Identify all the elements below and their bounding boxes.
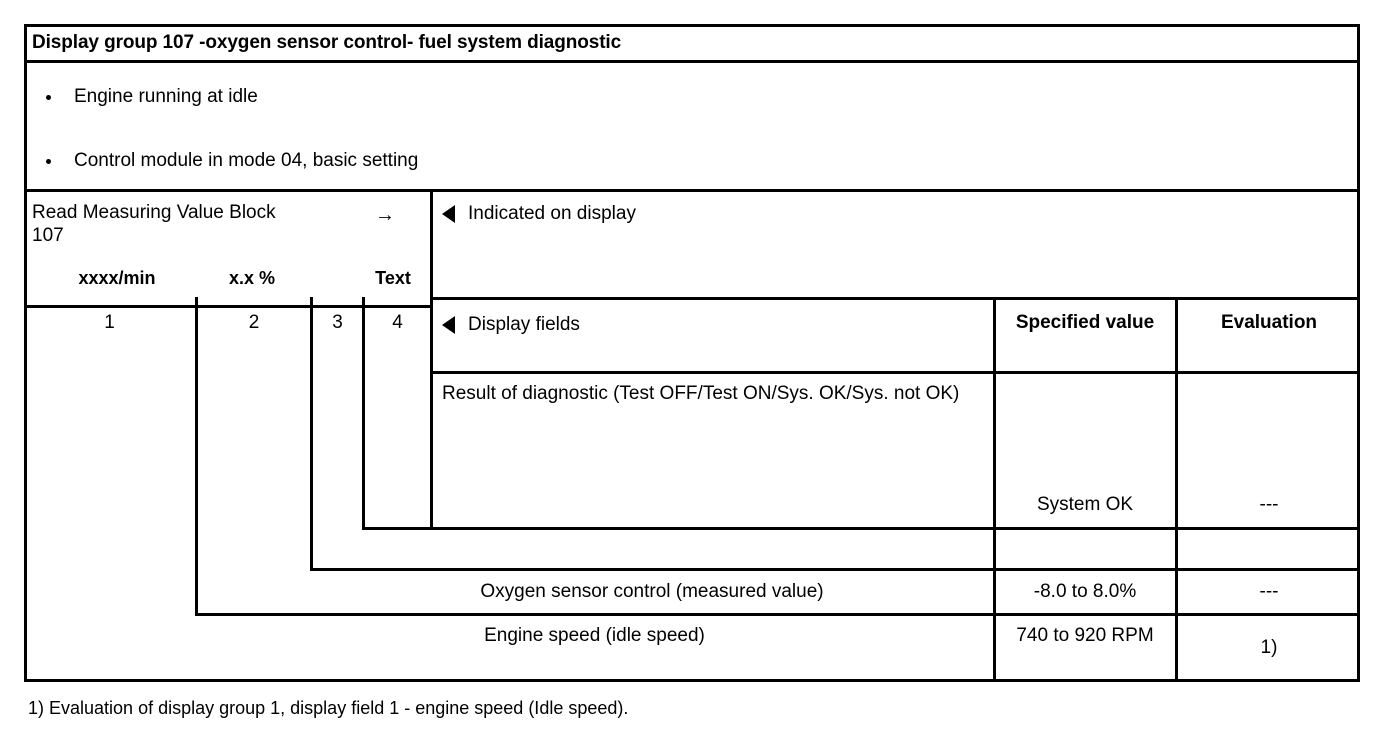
step-divider-level-3 bbox=[362, 527, 993, 530]
title-divider bbox=[24, 60, 1360, 63]
precondition-label: Engine running at idle bbox=[74, 86, 258, 107]
rmvb-text: Read Measuring Value Block bbox=[32, 202, 276, 223]
row-description-oxygen-sensor-control: Oxygen sensor control (measured value) bbox=[480, 581, 824, 602]
indicated-display-divider bbox=[430, 297, 1360, 300]
evaluation-system-ok: --- bbox=[1259, 494, 1279, 515]
col4-description-divider bbox=[430, 305, 433, 527]
column-number-1: 1 bbox=[104, 312, 115, 333]
column-number-4: 4 bbox=[392, 312, 403, 333]
display-fields-label: Display fields bbox=[468, 314, 580, 335]
specified-value-header: Specified value bbox=[1015, 312, 1155, 333]
evaluation-oxygen-sensor: --- bbox=[1259, 581, 1279, 602]
row-description-engine-speed: Engine speed (idle speed) bbox=[484, 625, 705, 646]
specified-value-system-ok: System OK bbox=[1036, 494, 1134, 515]
specified-value-left-divider bbox=[993, 297, 996, 682]
unit-col1: xxxx/min bbox=[78, 268, 156, 288]
column-number-2: 2 bbox=[248, 312, 260, 333]
step-divider-level-2 bbox=[310, 568, 1360, 571]
page-title: Display group 107 -oxygen sensor control… bbox=[32, 32, 622, 53]
evaluation-left-divider bbox=[1175, 297, 1178, 682]
system-ok-row-divider bbox=[993, 527, 1360, 530]
left-triangle-icon bbox=[442, 316, 455, 334]
bullet-icon bbox=[46, 95, 51, 100]
rmvb-right-divider bbox=[430, 189, 433, 305]
preconditions-divider bbox=[24, 189, 1360, 192]
units-row-divider bbox=[24, 305, 430, 308]
col2-col3-divider bbox=[310, 297, 313, 568]
evaluation-engine-speed: 1) bbox=[1260, 637, 1278, 658]
footnote: 1) Evaluation of display group 1, displa… bbox=[28, 698, 629, 718]
col3-col4-divider bbox=[362, 297, 365, 527]
specified-value-oxygen-sensor: -8.0 to 8.0% bbox=[1033, 581, 1137, 602]
bullet-icon bbox=[46, 159, 51, 164]
right-arrow-icon: → bbox=[375, 204, 395, 226]
unit-col2: x.x % bbox=[228, 268, 276, 288]
evaluation-header: Evaluation bbox=[1220, 312, 1318, 333]
col1-col2-divider bbox=[195, 297, 198, 613]
specified-value-engine-speed: 740 to 920 RPM bbox=[1016, 625, 1154, 646]
indicated-on-display-label: Indicated on display bbox=[468, 203, 636, 224]
rmvb-number: 107 bbox=[32, 225, 64, 247]
column-number-3: 3 bbox=[332, 312, 343, 333]
left-triangle-icon bbox=[442, 205, 455, 223]
step-divider-level-1 bbox=[195, 613, 1360, 616]
unit-col4: Text bbox=[375, 268, 411, 288]
row-description-result-of-diagnostic: Result of diagnostic (Test OFF/Test ON/S… bbox=[442, 383, 960, 404]
diagnostic-table bbox=[24, 24, 1360, 682]
header-row-divider bbox=[430, 371, 1360, 374]
precondition-label: Control module in mode 04, basic setting bbox=[74, 150, 419, 171]
